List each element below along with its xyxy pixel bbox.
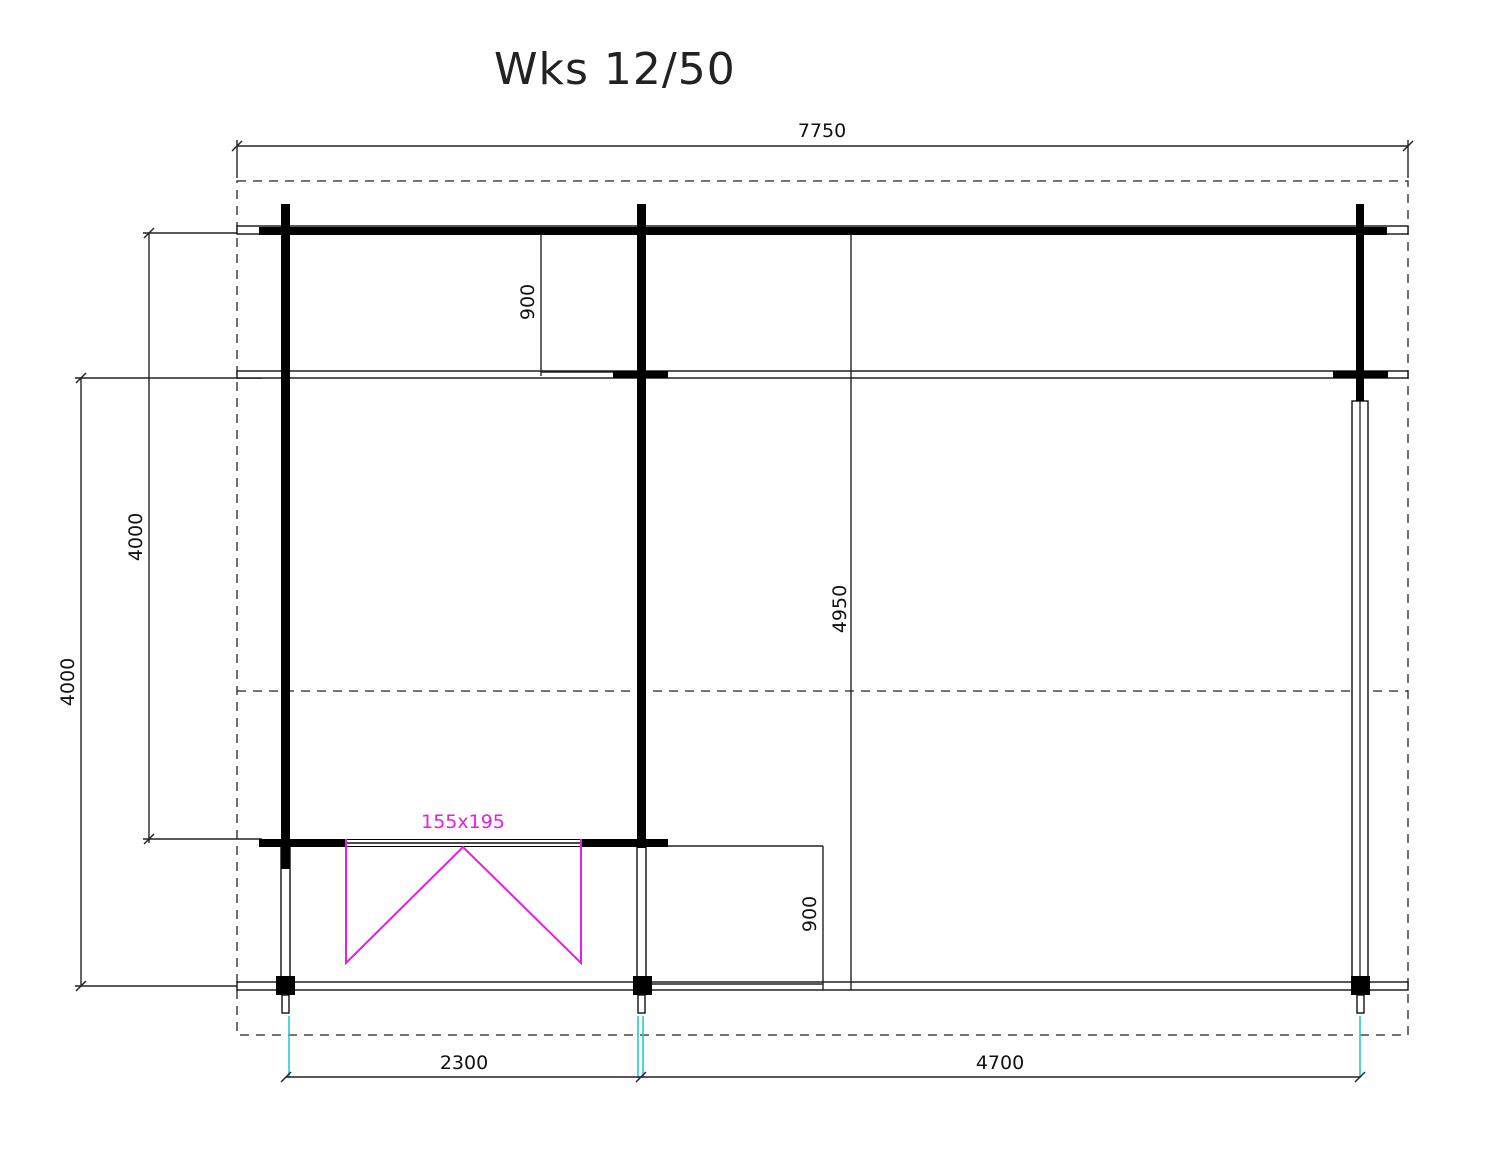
bottom-width-dimensions: 2300 4700 (280, 1052, 1366, 1083)
drawing-title: Wks 12/50 (494, 44, 736, 95)
top-overhang-dimension: 900 (517, 234, 613, 376)
top-overhang-label: 900 (517, 284, 539, 320)
overall-width-dimension: 7750 (231, 120, 1414, 178)
post-stubs (281, 994, 1365, 1078)
right-room-width-label: 4700 (976, 1052, 1024, 1074)
outer-depth-label: 4000 (57, 658, 79, 706)
inner-depth-label: 4000 (125, 513, 147, 561)
door-size-label: 155x195 (421, 811, 505, 833)
double-door: 155x195 (345, 811, 582, 966)
bottom-overhang-dimension: 900 (652, 845, 824, 990)
bottom-overhang-label: 900 (799, 896, 821, 932)
roof-outline (236, 180, 1409, 1036)
roof-depth-dimension: 4950 (829, 234, 852, 990)
roof-depth-label: 4950 (829, 585, 851, 633)
overall-width-label: 7750 (798, 120, 846, 142)
inner-depth-dimension: 4000 (125, 227, 262, 845)
left-room-width-label: 2300 (440, 1052, 488, 1074)
outer-depth-dimension: 4000 (57, 372, 262, 992)
